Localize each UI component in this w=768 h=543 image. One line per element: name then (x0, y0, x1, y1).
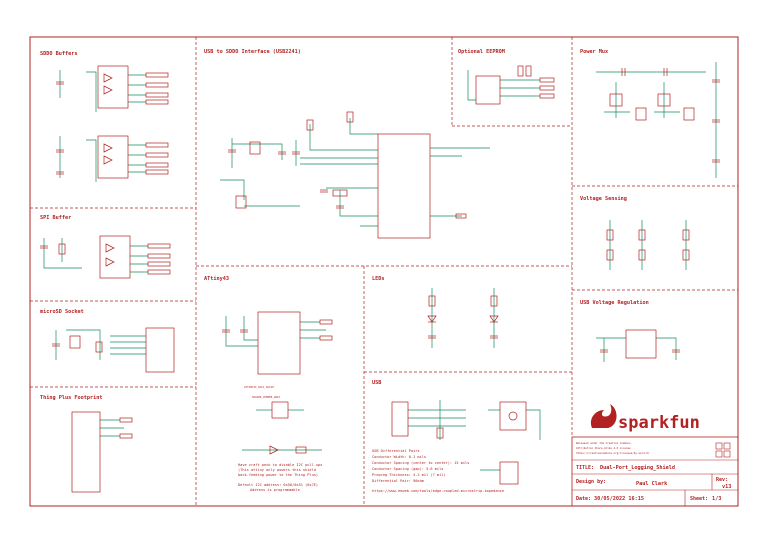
license-line-3: https://creativecommons.org/licenses/by-… (576, 451, 650, 455)
title-value: Dual-Port_Logging_Shield (600, 465, 675, 471)
rev-label: Rev: (716, 477, 728, 483)
voltage-sensing-circuit (606, 220, 690, 270)
sddo-buffers-circuit (56, 65, 169, 182)
jumper-note-2: (This attiny only powers this shield (238, 468, 316, 472)
section-title-spi-buffer: SPI Buffer (40, 215, 71, 221)
sheet-label: Sheet: (690, 496, 708, 502)
thing-plus-circuit (71, 411, 133, 493)
attiny-circuit: ATTINY43_SOIC_SOC20 SOLDER_JUMPER_2WAY H… (222, 311, 333, 492)
date-label: Date: (576, 496, 591, 502)
jumper-part-label: SOLDER_JUMPER_2WAY (252, 395, 281, 399)
jumper-note-3: back-feeding power to the Thing Plus) (238, 473, 318, 477)
jumper-note-1: Have craft peck to disable I2C pull-ups (238, 463, 322, 467)
title-label: TITLE: (576, 465, 594, 471)
usb-regulation-circuit (596, 329, 680, 362)
license-line-1: Released under the Creative Commons (576, 441, 631, 445)
usb-circuit: USB Differential Pairs Conductor Width: … (372, 400, 541, 493)
sparkfun-flame-icon (590, 404, 617, 428)
section-title-sddo-buffers: SDDO Buffers (40, 51, 77, 57)
usb-sddo-circuit (220, 111, 490, 239)
section-title-thing-plus: Thing Plus Footprint (40, 395, 102, 401)
design-label: Design by: (576, 479, 606, 485)
section-title-usb-regulation: USB Voltage Regulation (580, 300, 649, 306)
power-mux-circuit (596, 62, 720, 178)
usb-note-5: Prepreg Thickness: 4.2 mil (7 mil) (372, 473, 446, 477)
usb-note-7: https://www.eeweb.com/tools/edge-coupled… (372, 489, 504, 493)
design-value: Paul Clark (636, 481, 668, 487)
sparkfun-logo-text: sparkfun (618, 413, 700, 433)
rev-value: v13 (722, 484, 731, 490)
section-title-microsd-socket: microSD Socket (40, 309, 84, 315)
microsd-circuit (52, 327, 175, 373)
sheet-border (29, 36, 739, 507)
section-title-eeprom: Optional EEPROM (458, 49, 505, 55)
section-title-voltage-sensing: Voltage Sensing (580, 196, 627, 202)
license-line-2: Attribution Share-Alike 4.0 License (576, 446, 631, 450)
title-block: sparkfun Released under the Creative Com… (571, 404, 739, 507)
cc-license-icon (715, 442, 731, 458)
section-title-leds: LEDs (372, 276, 385, 282)
jumper-note-5: Address is programmable (250, 488, 300, 492)
jumper-note-4: Default I2C address: 0x50/0x51 (0x7E) (238, 483, 318, 487)
section-title-usb-sddo: USB to SDDO Interface (USB2241) (204, 49, 301, 55)
usb-note-1: USB Differential Pairs (372, 449, 420, 453)
usb-note-2: Conductor Width: 0.1 mils (372, 455, 426, 459)
section-title-usb: USB (372, 380, 381, 386)
usb-note-6: Differential Pair: 90ohm (372, 479, 424, 483)
spi-buffer-circuit (40, 235, 171, 279)
usb-note-3: Conductor Spacing (center to center): 15… (372, 461, 469, 465)
eeprom-circuit (467, 65, 555, 105)
leds-circuit (427, 288, 499, 348)
date-value: 30/05/2022 16:15 (594, 496, 644, 502)
section-title-attiny: ATtiny43 (204, 276, 229, 282)
section-dividers (30, 37, 738, 506)
section-title-power-mux: Power Mux (580, 49, 608, 55)
attiny-part-label: ATTINY43_SOIC_SOC20 (244, 385, 274, 389)
sheet-value: 1/3 (712, 496, 721, 502)
usb-note-4: Conductor Spacing (gap): 5.6 mils (372, 467, 443, 471)
